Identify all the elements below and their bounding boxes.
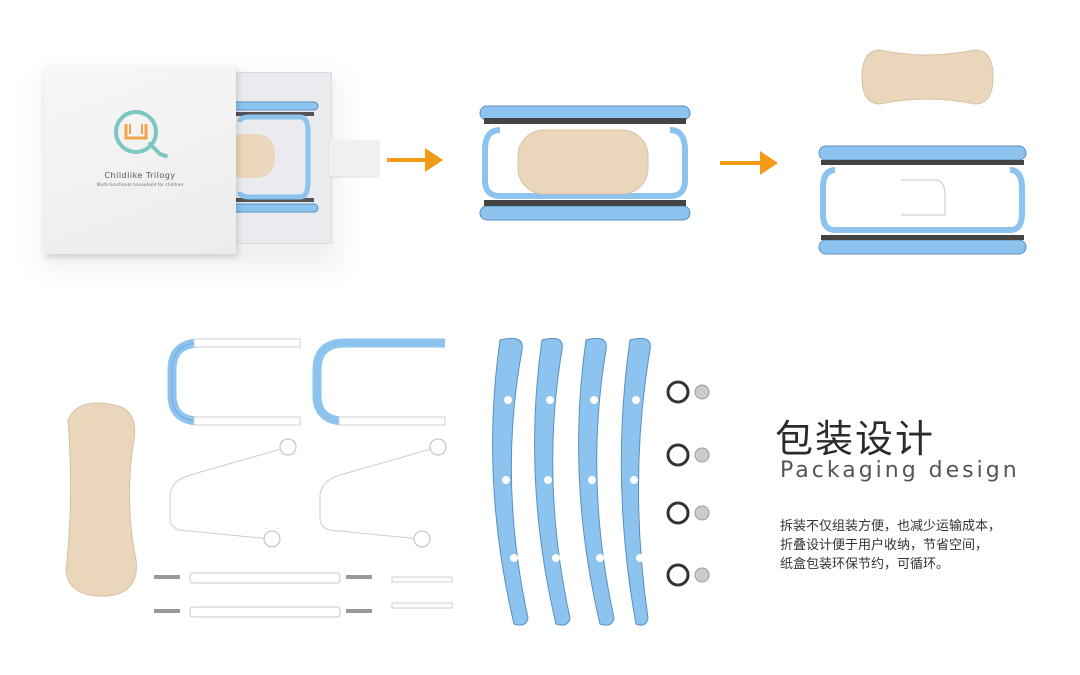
folded-rocker-image: [479, 105, 691, 221]
description: 拆装不仅组装方便，也减少运输成本， 折叠设计便于用户收纳，节省空间， 纸盒包装环…: [780, 517, 1080, 574]
frame-image: [818, 145, 1027, 255]
box-pull-tab: [330, 140, 378, 176]
u-frame-image: [312, 338, 446, 426]
description-line: 拆装不仅组装方便，也减少运输成本，: [780, 519, 1002, 534]
wheels-image: [666, 380, 710, 587]
handle-bracket-image: [315, 438, 447, 548]
section-title-cn: 包装设计: [775, 417, 936, 461]
arrow-right-icon: [387, 148, 443, 172]
box-sleeve: [44, 66, 236, 254]
axle-rods-image: [154, 572, 453, 618]
description-line: 纸盒包装环保节约，可循环。: [780, 557, 950, 572]
handle-bracket-image: [165, 438, 297, 548]
description-line: 折叠设计便于用户收纳，节省空间，: [780, 538, 989, 553]
section-title-en: Packaging design: [780, 458, 1020, 483]
brand-name: Childlike Trilogy: [104, 171, 176, 180]
arrow-right-icon: [720, 151, 778, 175]
boxed-rocker-image: [225, 101, 319, 213]
rocker-rails-image: [492, 337, 651, 626]
brand-tagline: Multi-functional household for children: [96, 183, 184, 188]
u-frame-image: [167, 338, 301, 426]
seat-board-vertical-image: [65, 402, 137, 597]
seat-board-image: [861, 49, 994, 105]
logo-icon: [114, 110, 168, 158]
